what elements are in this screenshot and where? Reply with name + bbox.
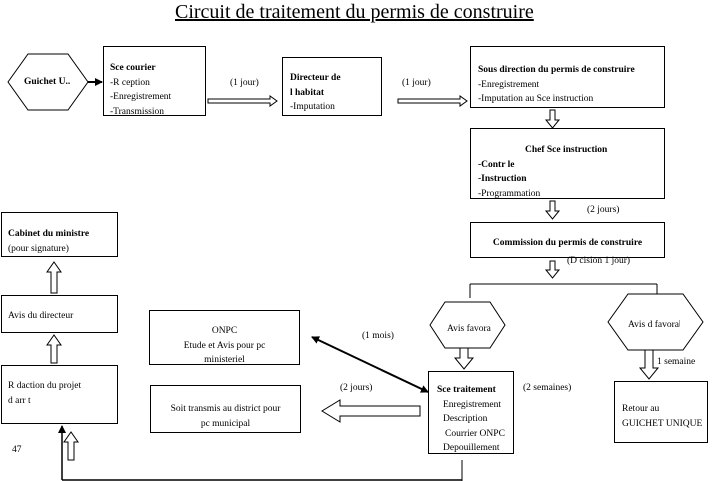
chef-to-commission-arrow <box>544 200 561 220</box>
directeur-to-sousdir-arrow <box>397 95 468 107</box>
duration-label: (1 jour) <box>402 78 431 88</box>
avis-to-retour-arrow <box>638 349 660 380</box>
avis-directeur-box: Avis du directeur <box>1 295 118 333</box>
page-number: 47 <box>12 445 22 455</box>
onpc-traitement-arrow <box>311 336 429 393</box>
sousdir-to-chef-arrow <box>544 109 561 129</box>
duration-label: (2 jours) <box>587 205 620 215</box>
duration-label: 1 semaine <box>657 357 696 367</box>
duration-label: (2 jours) <box>340 383 373 393</box>
redaction-to-avis-arrow <box>46 334 62 364</box>
redaction-box: R daction du projet d arr t <box>1 365 118 424</box>
cabinet-box: Cabinet du ministre (pour signature) <box>1 212 118 257</box>
sous-direction-box: Sous direction du permis de construire -… <box>470 46 665 108</box>
retour-box: Retour au GUICHET UNIQUE <box>614 381 708 443</box>
avis-to-traitement-arrow <box>453 347 475 370</box>
commission-box: Commission du permis de construire <box>470 222 665 258</box>
courier-to-directeur-arrow <box>207 95 278 107</box>
avis-to-cabinet-arrow <box>46 261 62 294</box>
duration-label: (1 mois) <box>362 331 394 341</box>
avis-defavorable-node: Avis d favorable <box>628 320 680 330</box>
diagram-title: Circuit de traitement du permis de const… <box>175 1 534 23</box>
avis-defavorable-hexagon <box>607 293 704 351</box>
duration-label: (2 semaines) <box>523 383 572 393</box>
avis-favorable-node: Avis favorable <box>447 324 491 334</box>
soit-transmis-box: Soit transmis au district pour pc munici… <box>150 385 301 433</box>
bottom-up-arrow <box>63 431 79 461</box>
directeur-box: Directeur de l habitat -Imputation <box>282 57 382 116</box>
duration-label: (1 jour) <box>230 78 259 88</box>
avis-favorable-hexagon <box>429 301 506 349</box>
sce-courier-box: Sce courier -R ception -Enregistrement -… <box>103 46 206 116</box>
sce-traitement-box: Sce traitement Enregistrement Descriptio… <box>428 371 514 454</box>
commission-to-branch-arrow <box>544 260 561 279</box>
onpc-box: ONPC Etude et Avis pour pc ministeriel <box>149 310 300 365</box>
traitement-to-soit-arrow <box>321 399 421 423</box>
decision-label: (D cision 1 jour) <box>567 256 631 266</box>
chef-sce-box: Chef Sce instruction -Contr le -Instruct… <box>470 128 665 199</box>
guichet-node: Guichet U.. <box>24 77 71 87</box>
